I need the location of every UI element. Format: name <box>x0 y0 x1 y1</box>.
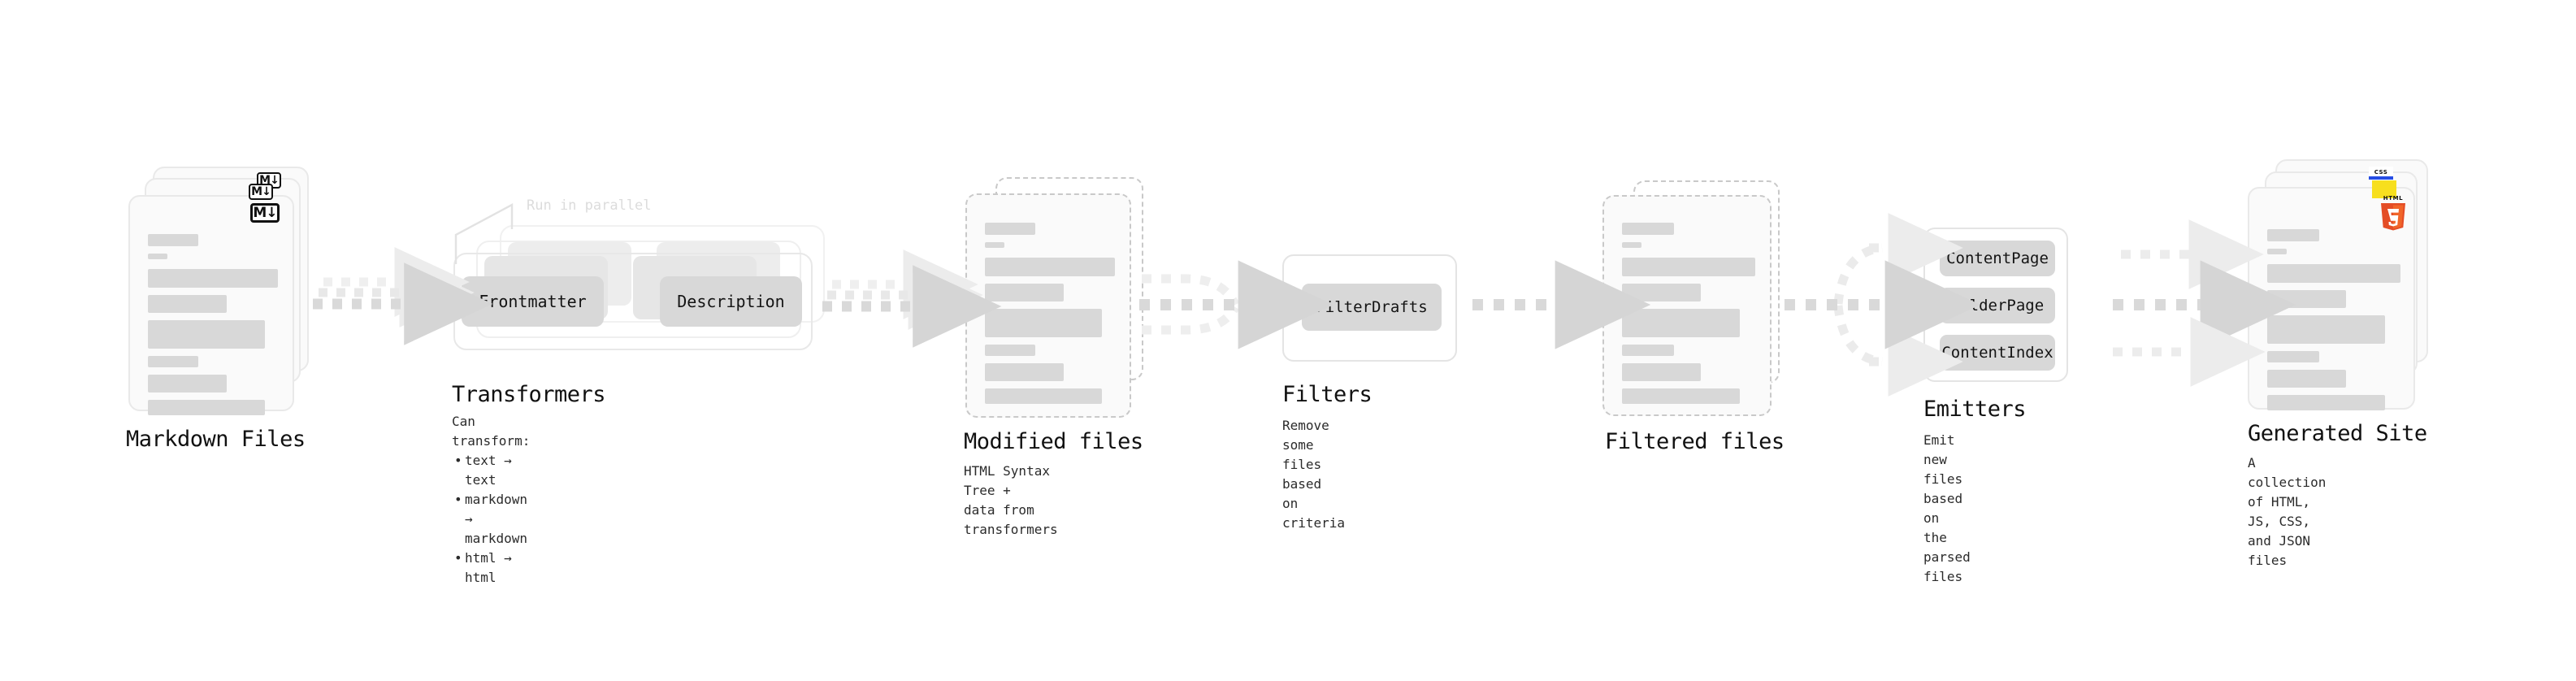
css-logo-underline <box>2369 176 2393 180</box>
connector-modified-to-filters <box>1139 260 1334 349</box>
emitters-subtitle-0: Emit new files based on <box>1923 432 1963 526</box>
emitters-subtitle: Emit new files based on the parsed files <box>1923 431 1971 587</box>
html5-logo-icon: HTML <box>2381 195 2405 231</box>
emitters-title: Emitters <box>1923 397 2027 422</box>
connector-emitters-to-site <box>2113 219 2296 387</box>
transformers-title: Transformers <box>452 382 606 407</box>
emitters-item-contentindex[interactable]: ContentIndex <box>1940 335 2055 371</box>
filters-box: FilterDrafts <box>1282 254 1457 362</box>
css-logo-label: CSS <box>2374 169 2388 176</box>
transformers-bullet-list: text → text markdown → markdown html → h… <box>452 451 530 588</box>
markdown-logo-icon-back-1: M↓ <box>249 184 273 200</box>
site-card-front <box>2248 187 2415 410</box>
modified-files-subtitle: HTML Syntax Tree + data from transformer… <box>964 462 1058 540</box>
emitters-item-contentpage[interactable]: ContentPage <box>1940 241 2055 276</box>
run-in-parallel-label: Run in parallel <box>527 197 652 214</box>
generated-site-subtitle-0: A collection of HTML, <box>2248 455 2327 510</box>
markdown-files-title: Markdown Files <box>126 427 306 452</box>
filters-title: Filters <box>1282 382 1373 407</box>
connector-transformers-to-modified <box>822 249 1002 348</box>
modified-card-front <box>965 193 1131 418</box>
transformer-pill-frontmatter-label: Frontmatter <box>479 292 587 311</box>
markdown-card-content <box>148 234 278 423</box>
markdown-logo-glyph: M↓ <box>253 204 277 221</box>
markdown-logo-icon: M↓ <box>250 203 280 223</box>
emitters-item-contentpage-label: ContentPage <box>1946 249 2049 267</box>
css-logo-icon: CSS <box>2369 167 2393 180</box>
connector-filtered-to-emitters <box>1785 213 1981 397</box>
emitters-item-folderpage-label: FolderPage <box>1950 297 2045 314</box>
js-logo-icon <box>2372 180 2396 198</box>
markdown-card-front <box>128 195 294 415</box>
emitters-box: ContentPage FolderPage ContentIndex <box>1923 228 2068 382</box>
filtered-card-front <box>1602 195 1772 416</box>
modified-files-title: Modified files <box>964 429 1143 454</box>
generated-site-subtitle: A collection of HTML, JS, CSS, and JSON … <box>2248 453 2326 570</box>
filtered-files-title: Filtered files <box>1605 429 1785 454</box>
modified-files-subtitle-1: data from transformers <box>964 502 1058 537</box>
markdown-logo-glyph-back-2: M↓ <box>259 174 280 187</box>
transformers-bullet-1: markdown → markdown <box>452 490 530 549</box>
modified-files-subtitle-0: HTML Syntax Tree + <box>964 463 1050 498</box>
modified-card-content <box>985 223 1115 411</box>
site-card-content <box>2267 229 2400 418</box>
connector-md-to-transformers <box>313 247 493 345</box>
markdown-logo-glyph-back-1: M↓ <box>251 185 271 198</box>
generated-site-title: Generated Site <box>2248 421 2427 446</box>
emitters-item-contentindex-label: ContentIndex <box>1941 344 2053 362</box>
transformer-pill-description[interactable]: Description <box>660 276 802 327</box>
filters-subtitle-1: on criteria <box>1282 496 1346 531</box>
filters-subtitle: Remove some files based on criteria <box>1282 416 1345 533</box>
transformer-pill-description-label: Description <box>677 292 785 311</box>
transformers-subtitle-heading: Can transform: <box>452 414 531 449</box>
transformer-pill-frontmatter[interactable]: Frontmatter <box>462 276 604 327</box>
transformers-subtitle: Can transform: text → text markdown → ma… <box>452 412 530 588</box>
transformers-bullet-2: html → html <box>452 549 530 588</box>
transformers-bullet-0: text → text <box>452 451 530 490</box>
filtered-card-content <box>1622 223 1755 411</box>
filters-item-filterdrafts-label: FilterDrafts <box>1316 298 1428 316</box>
emitters-subtitle-1: the parsed files <box>1923 530 1971 584</box>
emitters-item-folderpage[interactable]: FolderPage <box>1940 288 2055 323</box>
filters-item-filterdrafts[interactable]: FilterDrafts <box>1302 284 1442 331</box>
svg-text:HTML: HTML <box>2383 195 2403 202</box>
generated-site-subtitle-1: JS, CSS, and JSON files <box>2248 514 2311 568</box>
filters-subtitle-0: Remove some files based <box>1282 418 1329 492</box>
